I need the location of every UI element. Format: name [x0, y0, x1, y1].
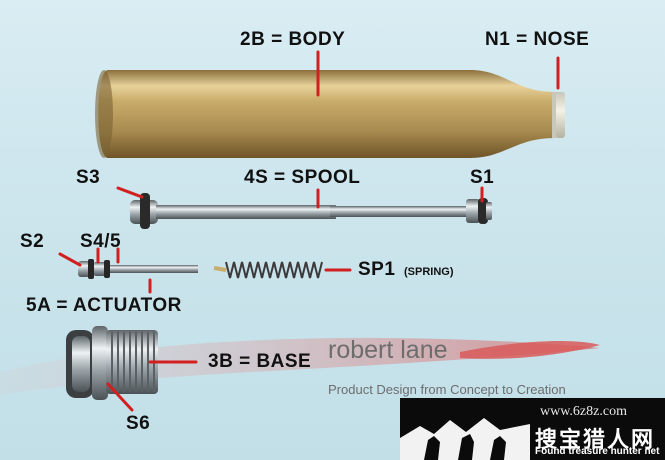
spool-part: [130, 193, 492, 229]
watermark-chinese: 搜宝猎人网: [535, 427, 656, 452]
s2-label: S2: [20, 231, 45, 252]
watermark-banner: www.6z8z.com 搜宝猎人网 Found treasure hunter…: [400, 398, 665, 460]
actuator-part: [78, 259, 198, 279]
leader-lines: [58, 50, 560, 412]
nose-part: [552, 92, 565, 138]
watermark-site: www.6z8z.com: [540, 404, 627, 419]
body-label: 2B = BODY: [240, 29, 346, 50]
swoosh-point: [460, 340, 600, 359]
s6-label: S6: [126, 413, 151, 434]
base-label: 3B = BASE: [208, 351, 312, 372]
s3-label: S3: [76, 167, 101, 188]
spring-note-label: (SPRING): [404, 266, 454, 278]
nose-label: N1 = NOSE: [485, 29, 590, 50]
s45-label: S4/5: [80, 231, 122, 252]
spring-part: [213, 261, 323, 279]
actuator-label: 5A = ACTUATOR: [26, 295, 182, 316]
s1-label: S1: [470, 167, 495, 188]
brand-name: robert lane: [328, 336, 448, 364]
hunter-silhouette-icon: [400, 418, 530, 460]
body-part: [95, 70, 555, 158]
brand-tagline: Product Design from Concept to Creation: [328, 382, 566, 397]
base-part: [66, 326, 158, 400]
spring-label: SP1: [358, 259, 396, 280]
watermark-english: Found treasure hunter net: [535, 446, 660, 457]
spool-label: 4S = SPOOL: [244, 167, 361, 188]
